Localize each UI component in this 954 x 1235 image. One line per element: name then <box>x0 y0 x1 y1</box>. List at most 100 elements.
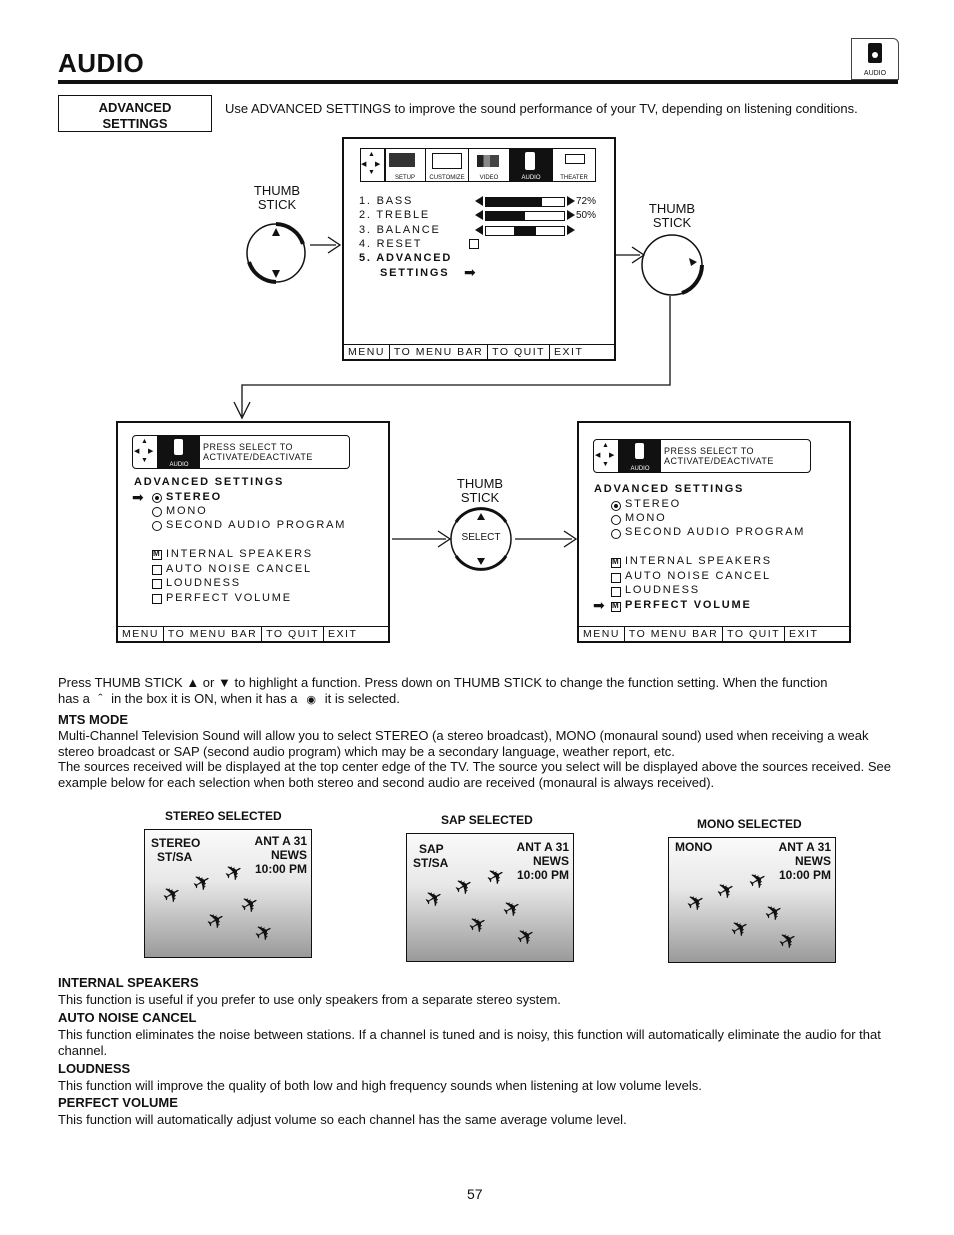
tab-customize[interactable]: CUSTOMIZE <box>425 148 469 182</box>
jet-icon: ✈ <box>449 871 479 903</box>
loudness-checkbox[interactable] <box>611 587 621 597</box>
hint-line2: ACTIVATE/DEACTIVATE <box>203 452 313 462</box>
audio-menu-osd: ▲ ▼ ◀ ▶ SETUP CUSTOMIZE VIDEO AUDIO THEA… <box>342 137 616 361</box>
hint-line1: PRESS SELECT TO <box>203 442 294 452</box>
reset-checkbox[interactable] <box>469 239 479 249</box>
audio-tab-icon: AUDIO <box>619 440 661 472</box>
loudness-label: LOUDNESS <box>166 577 241 589</box>
dpad-icon: ▲▼ ◀▶ <box>133 436 158 468</box>
press-select-hint: PRESS SELECT TO ACTIVATE/DEACTIVATE <box>203 442 313 462</box>
mts-heading: MTS MODE <box>58 712 129 727</box>
page-title: AUDIO <box>58 48 145 78</box>
advanced-heading: ADVANCED SETTINGS <box>594 483 745 495</box>
bass-left-arrow-icon[interactable] <box>475 196 483 206</box>
bass-right-arrow-icon[interactable] <box>567 196 575 206</box>
stereo-radio[interactable] <box>611 501 621 511</box>
sap-caption: SAP SELECTED <box>441 813 533 827</box>
internal-speakers-checkbox[interactable] <box>152 549 162 560</box>
bar-to-quit: TO QUIT <box>727 628 781 640</box>
thumbstick-label-line2: STICK <box>652 215 692 230</box>
advanced-intro: Use ADVANCED SETTINGS to improve the sou… <box>225 101 858 116</box>
audio-tab-icon: AUDIO <box>158 436 200 468</box>
stereo-caption: STEREO SELECTED <box>165 809 282 823</box>
perfect-volume-text: This function will automatically adjust … <box>58 1112 627 1127</box>
channel-line2: NEWS <box>533 854 569 868</box>
mono-radio[interactable] <box>611 515 621 525</box>
auto-noise-heading: AUTO NOISE CANCEL <box>58 1010 197 1025</box>
channel-info: ANT A 31 NEWS 10:00 PM <box>779 840 831 882</box>
stereo-label: STEREO <box>166 491 223 503</box>
treble-left-arrow-icon[interactable] <box>475 210 483 220</box>
tab-theater[interactable]: THEATER <box>552 148 596 182</box>
jet-icon: ✈ <box>463 909 493 941</box>
instr-part-c: it is selected. <box>324 691 400 706</box>
tab-label: SETUP <box>394 175 415 181</box>
advanced-label-line2: SETTINGS <box>102 116 168 131</box>
balance-right-arrow-icon[interactable] <box>567 225 575 235</box>
jet-icon: ✈ <box>711 875 741 907</box>
loudness-text: This function will improve the quality o… <box>58 1078 702 1093</box>
flow-diagram-lines <box>233 222 704 571</box>
advanced-osd-left: ▲▼ ◀▶ AUDIO PRESS SELECT TO ACTIVATE/DEA… <box>116 421 390 643</box>
treble-right-arrow-icon[interactable] <box>567 210 575 220</box>
advanced-heading: ADVANCED SETTINGS <box>134 476 285 488</box>
auto-noise-text: This function eliminates the noise betwe… <box>58 1027 881 1058</box>
jet-icon: ✈ <box>419 883 449 915</box>
thumbstick-label-line1: THUMB <box>253 183 301 198</box>
perfect-volume-checkbox[interactable] <box>152 594 162 604</box>
perfect-volume-checkbox[interactable] <box>611 601 621 612</box>
jet-icon: ✈ <box>511 921 541 953</box>
internal-speakers-checkbox[interactable] <box>611 557 621 568</box>
mode-line1: STEREO <box>151 836 201 850</box>
balance-bar[interactable] <box>485 226 565 236</box>
menu-item-balance[interactable]: 3. BALANCE <box>359 224 441 236</box>
jet-icon: ✈ <box>481 861 511 893</box>
mono-label: MONO <box>625 512 667 524</box>
menu-item-advanced[interactable]: 5. ADVANCED <box>359 252 453 264</box>
instr-part-b: in the box it is ON, when it has a <box>111 691 298 706</box>
sap-radio[interactable] <box>152 521 162 531</box>
perfect-volume-label: PERFECT VOLUME <box>166 592 292 604</box>
osd-bottom-bar: MENU TO MENU BAR TO QUIT EXIT <box>118 626 388 641</box>
tab-label: CUSTOMIZE <box>429 175 465 181</box>
advanced-settings-label: ADVANCED SETTINGS <box>58 95 212 132</box>
tab-video[interactable]: VIDEO <box>468 148 510 182</box>
thumbstick-label-left: THUMB STICK <box>249 184 305 212</box>
stereo-screen: STEREO ST/SA ANT A 31 NEWS 10:00 PM ✈ ✈ … <box>144 829 312 958</box>
tab-setup[interactable]: SETUP <box>384 148 426 182</box>
menu-item-treble[interactable]: 2. TREBLE <box>359 209 431 221</box>
jet-icon: ✈ <box>157 879 187 911</box>
tab-audio[interactable]: AUDIO <box>509 148 553 182</box>
loudness-heading: LOUDNESS <box>58 1061 131 1076</box>
bar-to-menu-bar: TO MENU BAR <box>164 627 263 641</box>
menu-item-bass[interactable]: 1. BASS <box>359 195 414 207</box>
menu-item-reset[interactable]: 4. RESET <box>359 238 423 250</box>
mode-line1: MONO <box>675 840 713 854</box>
mono-radio[interactable] <box>152 507 162 517</box>
auto-noise-checkbox[interactable] <box>611 573 621 583</box>
mts-paragraph-2: The sources received will be displayed a… <box>58 759 891 790</box>
sap-screen: SAP ST/SA ANT A 31 NEWS 10:00 PM ✈ ✈ ✈ ✈… <box>406 833 574 962</box>
mode-line1: SAP <box>419 842 444 856</box>
check-mark-icon: ˆ <box>98 691 103 706</box>
bar-exit: EXIT <box>784 627 822 641</box>
auto-noise-label: AUTO NOISE CANCEL <box>166 563 312 575</box>
osd-bottom-bar: MENU TO MENU BAR TO QUIT EXIT <box>344 344 614 359</box>
select-label: SELECT <box>461 532 501 543</box>
auto-noise-checkbox[interactable] <box>152 565 162 575</box>
balance-left-arrow-icon[interactable] <box>475 225 483 235</box>
jet-icon: ✈ <box>773 925 803 957</box>
hint-line2: ACTIVATE/DEACTIVATE <box>664 456 774 466</box>
instructions-line2: has a ˆ in the box it is ON, when it has… <box>58 691 908 708</box>
treble-bar[interactable] <box>485 211 565 221</box>
bass-bar[interactable] <box>485 197 565 207</box>
bar-exit: EXIT <box>323 627 361 641</box>
stereo-radio[interactable] <box>152 493 162 503</box>
jet-icon: ✈ <box>187 867 217 899</box>
loudness-checkbox[interactable] <box>152 579 162 589</box>
jet-icon: ✈ <box>681 887 711 919</box>
jet-icon: ✈ <box>235 889 265 921</box>
sap-radio[interactable] <box>611 529 621 539</box>
bar-menu: MENU <box>118 627 164 641</box>
audio-icon-label: AUDIO <box>863 70 887 77</box>
